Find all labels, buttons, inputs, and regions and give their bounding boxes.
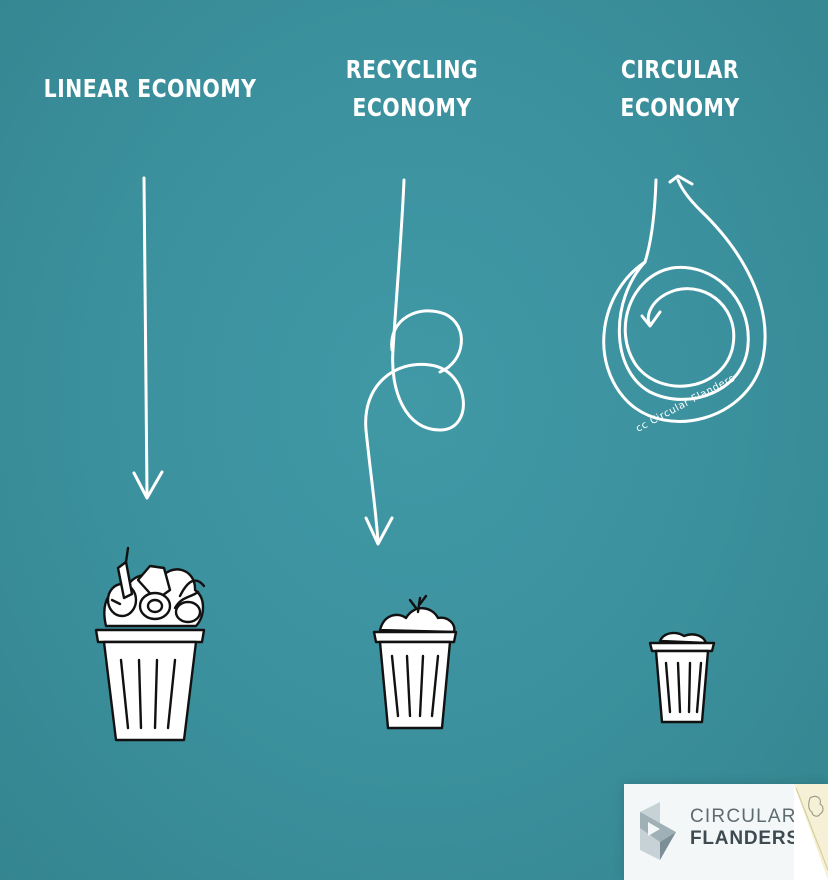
credit-label: cc Circular Flanders <box>634 373 737 435</box>
recycling-title-line-1: RECYCLING <box>345 55 479 84</box>
straight-arrow-icon <box>132 176 164 500</box>
half-trash-bin-icon <box>372 594 458 730</box>
recycling-title-line-2: ECONOMY <box>352 93 472 122</box>
recycling-economy-title: RECYCLING ECONOMY <box>289 51 535 127</box>
logo-line-1: CIRCULAR <box>690 806 797 827</box>
looped-arrow-icon <box>364 178 465 546</box>
linear-title-line-1: LINEAR ECONOMY <box>43 74 257 103</box>
logo-line-2: FLANDERS <box>690 828 800 849</box>
spiral-arrow-icon: cc Circular Flanders <box>602 174 767 435</box>
circular-title-line-1: CIRCULAR <box>620 55 740 84</box>
flanders-lion-icon <box>794 784 828 880</box>
circular-title-line-2: ECONOMY <box>620 93 740 122</box>
small-trash-bin-icon <box>648 631 716 724</box>
logo-mark-icon <box>640 802 676 860</box>
full-trash-bin-icon <box>94 546 206 742</box>
circular-economy-title: CIRCULAR ECONOMY <box>557 51 803 127</box>
linear-economy-title: LINEAR ECONOMY <box>27 70 273 108</box>
